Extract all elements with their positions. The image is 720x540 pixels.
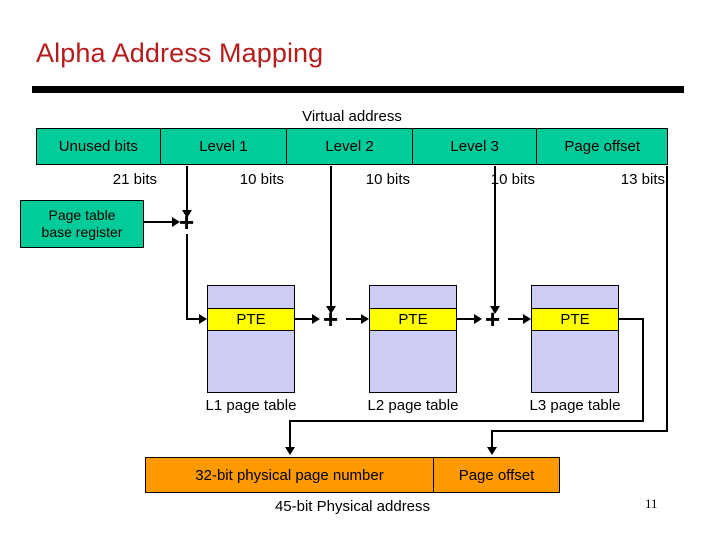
l2-pte-entry: PTE (370, 308, 456, 331)
wire-page-offset-to-pa (491, 430, 493, 448)
wire-l3pte-to-pa (289, 420, 291, 448)
va-field-level-3: Level 3 (413, 129, 538, 164)
slide-page-number: 11 (645, 496, 658, 511)
arrow-adder3-to-l3pte (523, 314, 531, 324)
l1-page-table-label: L1 page table (205, 397, 297, 414)
bits-level-2: 10 bits (365, 170, 410, 188)
bits-page-offset: 13 bits (620, 170, 665, 188)
va-field-unused-bits: Unused bits (37, 129, 161, 164)
wire-adder1-to-l1pte (186, 318, 200, 320)
bits-level-3: 10 bits (490, 170, 535, 188)
wire-l3pte-across (289, 420, 644, 422)
ptbr-line-2: base register (41, 224, 123, 240)
va-field-level-2: Level 2 (287, 129, 413, 164)
arrow-level2-to-adder2 (326, 306, 336, 314)
wire-level1-drop (186, 166, 188, 211)
arrow-l1pte-to-adder2 (312, 314, 320, 324)
wire-adder1-down (186, 234, 188, 319)
arrow-level1-to-adder1 (182, 210, 192, 218)
title-divider (32, 86, 684, 93)
wire-level2-drop (330, 166, 332, 307)
arrow-l3pte-to-pa (285, 447, 295, 455)
virtual-address-bit-widths: 21 bits 10 bits 10 bits 10 bits 13 bits (36, 168, 668, 190)
va-field-page-offset: Page offset (564, 138, 641, 155)
virtual-address-table: Unused bits Level 1 Level 2 Level 3 Page… (36, 128, 668, 165)
bits-level-1: 10 bits (239, 170, 284, 188)
wire-adder3-to-l3pte (508, 318, 524, 320)
adder-1: + (179, 207, 195, 237)
ptbr-line-1: Page table (48, 207, 116, 223)
page-title: Alpha Address Mapping (36, 38, 324, 68)
wire-l1pte-to-adder2 (295, 318, 313, 320)
virtual-address-caption: Virtual address (302, 108, 402, 125)
wire-l3pte-right (619, 318, 644, 320)
bits-unused: 21 bits (112, 170, 157, 188)
wire-page-offset-drop (666, 166, 668, 432)
l3-pte-entry: PTE (532, 308, 618, 331)
va-field-level-1: Level 1 (161, 129, 288, 164)
wire-l3pte-down (642, 318, 644, 422)
l3-page-table: PTE (531, 285, 619, 393)
wire-ptbr-to-adder1 (144, 221, 173, 223)
arrow-l2pte-to-adder3 (474, 314, 482, 324)
wire-adder2-to-l2pte (346, 318, 362, 320)
wire-l2pte-to-adder3 (457, 318, 475, 320)
l2-page-table-label: L2 page table (367, 397, 459, 414)
l2-page-table: PTE (369, 285, 457, 393)
adder-2: + (323, 304, 339, 334)
arrow-ptbr-to-adder1 (172, 217, 180, 227)
pa-field-page-offset: Page offset (458, 466, 535, 484)
page-table-base-register: Page table base register (20, 200, 144, 248)
physical-address-caption: 45-bit Physical address (274, 498, 431, 515)
wire-level3-drop (494, 166, 496, 307)
arrow-level3-to-adder3 (490, 306, 500, 314)
adder-3: + (485, 304, 501, 334)
l1-page-table: PTE (207, 285, 295, 393)
arrow-adder2-to-l2pte (361, 314, 369, 324)
wire-page-offset-across (491, 430, 668, 432)
arrow-adder1-to-l1pte (199, 314, 207, 324)
physical-address-table: 32-bit physical page number Page offset (145, 457, 560, 493)
pa-field-physical-page-number: 32-bit physical page number (146, 458, 434, 492)
l3-page-table-label: L3 page table (529, 397, 621, 414)
arrow-page-offset-to-pa (487, 447, 497, 455)
l1-pte-entry: PTE (208, 308, 294, 331)
